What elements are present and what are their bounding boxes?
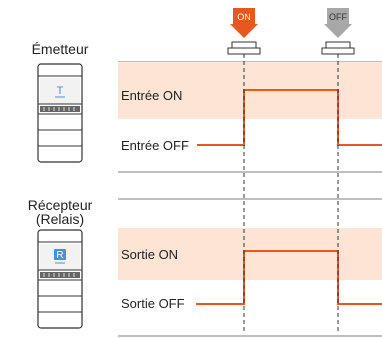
receiver-badge: R xyxy=(56,250,63,261)
receiver-device-icon xyxy=(37,229,83,329)
off-arrow-label: OFF xyxy=(329,12,347,22)
transmitter-badge: T xyxy=(57,85,64,97)
output-signal-waveform xyxy=(196,250,382,305)
input-on-label: Entrée ON xyxy=(121,88,182,103)
input-signal-waveform xyxy=(197,89,382,146)
on-arrow-label: ON xyxy=(237,12,251,22)
output-off-label: Sortie OFF xyxy=(121,296,185,311)
output-on-label: Sortie ON xyxy=(121,247,178,262)
transmitter-terminal-strip xyxy=(40,106,80,112)
off-switch-icon xyxy=(321,41,355,55)
transmitter-label: Émetteur xyxy=(32,41,89,57)
receiver-terminal-strip xyxy=(40,272,80,278)
receiver-label-line1: Récepteur xyxy=(28,197,93,213)
transmitter-device-icon xyxy=(37,63,83,163)
off-arrow-icon xyxy=(324,8,352,38)
receiver-label-line2: (Relais) xyxy=(36,211,84,227)
receiver-badge-box xyxy=(54,249,66,260)
on-switch-icon xyxy=(227,41,261,55)
input-off-label: Entrée OFF xyxy=(121,138,189,153)
on-arrow-icon xyxy=(230,8,258,38)
